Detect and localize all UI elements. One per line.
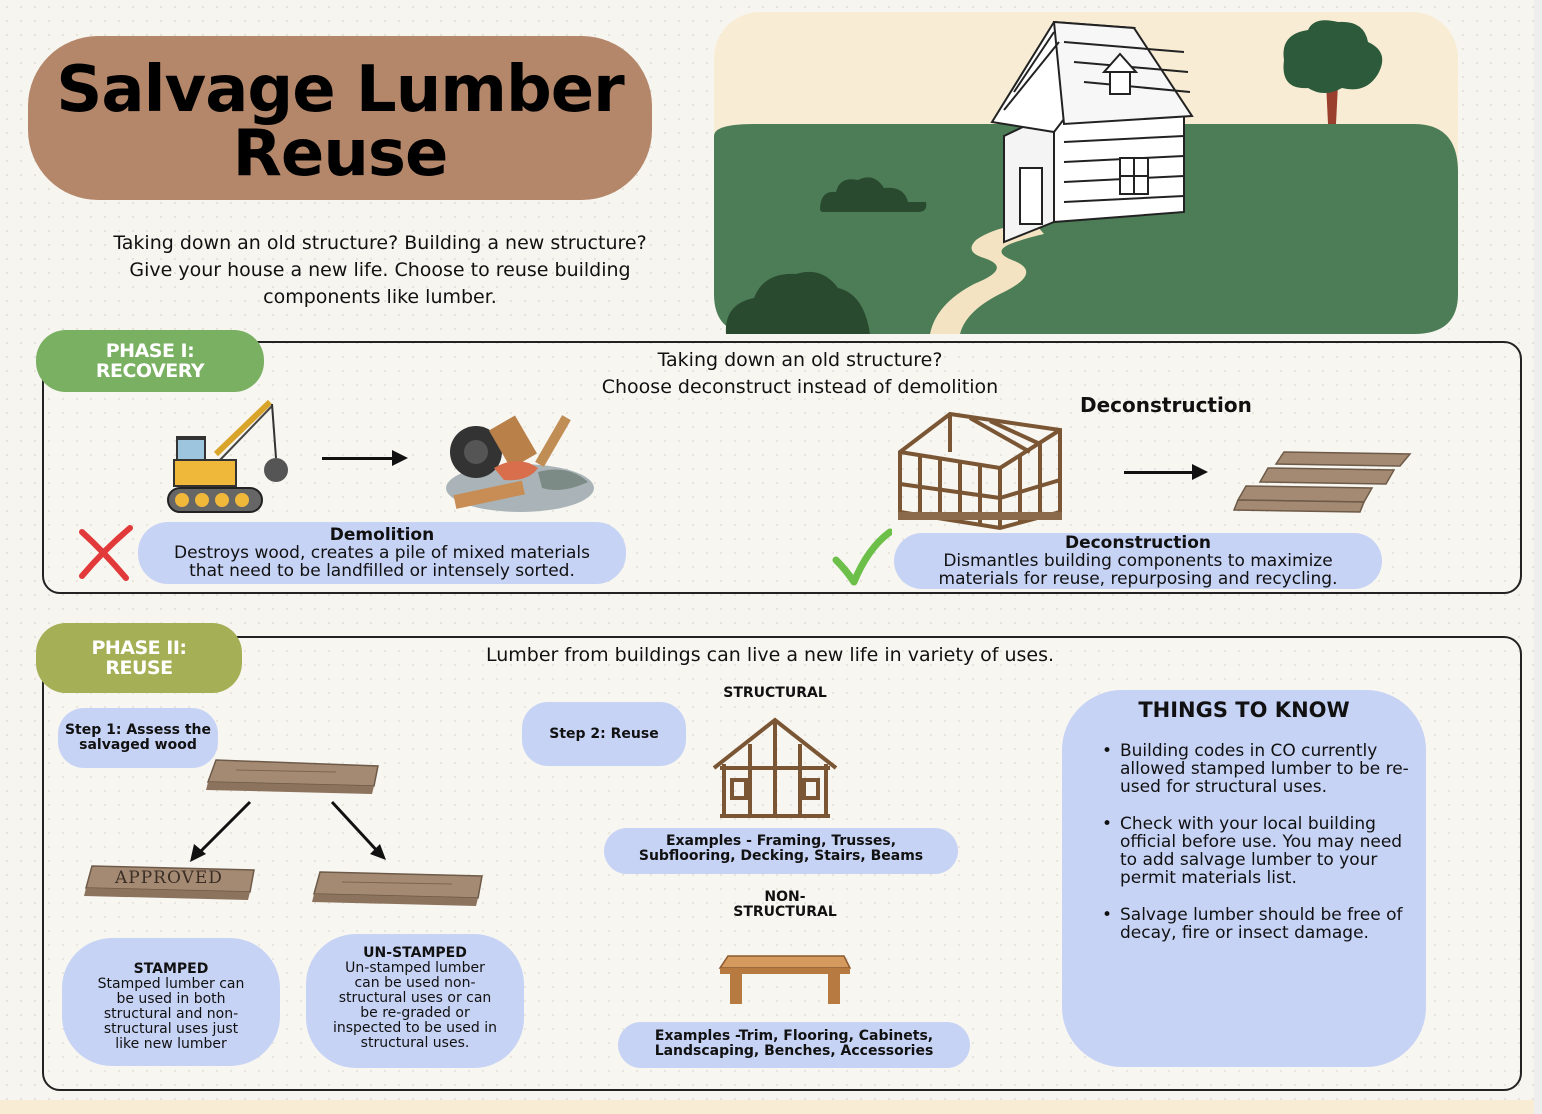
crane-icon bbox=[167, 399, 288, 513]
phase1-tag-line2: RECOVERY bbox=[95, 360, 205, 382]
structural-examples-line1: Examples - Framing, Trusses, bbox=[665, 833, 897, 849]
demolition-title: Demolition bbox=[329, 525, 435, 545]
title-line-2: Reuse bbox=[232, 117, 449, 191]
unstamped-line-6: structural uses. bbox=[360, 1035, 470, 1051]
phase1-question-line1: Taking down an old structure? bbox=[657, 349, 943, 371]
unstamped-line-5: inspected to be used in bbox=[332, 1020, 498, 1036]
phase1-question-line2: Choose deconstruct instead of demolition bbox=[601, 376, 999, 398]
structural-examples-pill: Examples - Framing, Trusses, Subflooring… bbox=[604, 828, 958, 874]
title-line-1: Salvage Lumber bbox=[56, 53, 624, 127]
house bbox=[990, 20, 1194, 244]
debris-pile-icon bbox=[446, 415, 594, 512]
stamped-line-3: structural and non- bbox=[103, 1006, 239, 1022]
phase1-tag-line1: PHASE I: bbox=[105, 340, 195, 362]
stamped-plank-icon bbox=[84, 865, 255, 900]
intro-text: Taking down an old structure? Building a… bbox=[80, 230, 680, 311]
deconstruction-line2: materials for reuse, repurposing and rec… bbox=[938, 569, 1338, 589]
red-x-icon bbox=[79, 525, 133, 581]
phase1-tag: PHASE I: RECOVERY bbox=[36, 330, 264, 392]
house-frame-icon bbox=[898, 411, 1062, 531]
things-to-know-title: THINGS TO KNOW bbox=[1138, 698, 1350, 722]
unstamped-plank-icon bbox=[312, 871, 483, 906]
demolition-line1: Destroys wood, creates a pile of mixed m… bbox=[174, 543, 590, 563]
phase2-intro: Lumber from buildings can live a new lif… bbox=[485, 644, 1055, 666]
stamped-line-4: structural uses just bbox=[103, 1021, 239, 1037]
step1-line2: salvaged wood bbox=[79, 737, 197, 753]
arrow-head-right-icon bbox=[392, 450, 408, 466]
bench-icon bbox=[718, 955, 852, 1004]
structural-label: STRUCTURAL bbox=[723, 685, 827, 701]
unstamped-line-4: be re-graded or bbox=[360, 1005, 470, 1021]
lumber-plank-icon bbox=[206, 759, 379, 794]
arrow-line-2 bbox=[1124, 471, 1198, 474]
demolition-pill: Demolition Destroys wood, creates a pile… bbox=[138, 522, 626, 584]
unstamped-line-3: structural uses or can bbox=[338, 990, 492, 1006]
stamped-bubble: STAMPED Stamped lumber can be used in bo… bbox=[62, 938, 280, 1066]
page-title: Salvage Lumber Reuse bbox=[28, 58, 652, 186]
branch-arrows bbox=[190, 800, 386, 862]
deconstruction-heading: Deconstruction bbox=[1080, 393, 1252, 417]
deconstruction-line1: Dismantles building components to maximi… bbox=[943, 551, 1333, 571]
right-strip bbox=[1534, 0, 1542, 1114]
list-item: Salvage lumber should be free of decay, … bbox=[1100, 906, 1420, 942]
approved-stamp: APPROVED bbox=[115, 868, 223, 888]
intro-line-1: Taking down an old structure? Building a… bbox=[113, 232, 647, 254]
green-check-icon bbox=[832, 528, 892, 586]
phase1-question: Taking down an old structure? Choose dec… bbox=[560, 347, 1040, 401]
phase2-tag-line2: REUSE bbox=[105, 657, 173, 679]
nonstructural-label-line1: NON- bbox=[764, 889, 806, 905]
things-to-know-list: Building codes in CO currently allowed s… bbox=[1100, 742, 1420, 961]
house-landscape-illustration bbox=[714, 12, 1458, 334]
unstamped-line-1: Un-stamped lumber bbox=[345, 960, 485, 976]
arrow-down-right-icon bbox=[330, 800, 382, 856]
nonstructural-examples-line2: Landscaping, Benches, Accessories bbox=[654, 1043, 934, 1059]
structural-frame-icon bbox=[712, 717, 838, 818]
tree-foliage bbox=[1283, 20, 1383, 94]
structural-examples-line2: Subflooring, Decking, Stairs, Beams bbox=[638, 848, 924, 864]
step1-line1: Step 1: Assess the bbox=[64, 722, 212, 738]
list-item: Check with your local building official … bbox=[1100, 815, 1420, 887]
nonstructural-examples-line1: Examples -Trim, Flooring, Cabinets, bbox=[654, 1028, 934, 1044]
nonstructural-examples-pill: Examples -Trim, Flooring, Cabinets, Land… bbox=[618, 1022, 970, 1068]
intro-line-2: Give your house a new life. Choose to re… bbox=[129, 259, 631, 281]
stamped-line-5: like new lumber bbox=[115, 1036, 227, 1052]
garden-path bbox=[930, 222, 1044, 334]
list-item: Building codes in CO currently allowed s… bbox=[1100, 742, 1420, 796]
bottom-strip bbox=[0, 1100, 1542, 1114]
arrow-head-down-left-icon bbox=[190, 844, 206, 862]
nonstructural-label: NON- STRUCTURAL bbox=[710, 890, 860, 920]
bush-left bbox=[820, 177, 927, 212]
step1-pill: Step 1: Assess the salvaged wood bbox=[58, 708, 218, 768]
phase2-tag-line1: PHASE II: bbox=[91, 637, 187, 659]
unstamped-title: UN-STAMPED bbox=[363, 945, 467, 961]
arrow-head-down-right-icon bbox=[370, 844, 386, 860]
unstamped-line-2: can be used non- bbox=[354, 975, 476, 991]
demolition-line2: that need to be landfilled or intensely … bbox=[189, 561, 575, 581]
intro-line-3: components like lumber. bbox=[263, 286, 497, 308]
unstamped-bubble: UN-STAMPED Un-stamped lumber can be used… bbox=[306, 934, 524, 1068]
stamped-line-1: Stamped lumber can bbox=[97, 976, 245, 992]
deconstruction-pill: Deconstruction Dismantles building compo… bbox=[894, 533, 1382, 589]
nonstructural-label-line2: STRUCTURAL bbox=[733, 904, 837, 920]
step2-pill: Step 2: Reuse bbox=[522, 702, 686, 766]
arrow-line-1 bbox=[322, 457, 400, 460]
stacked-lumber-icon bbox=[1232, 451, 1412, 513]
stamped-line-2: be used in both bbox=[116, 991, 226, 1007]
grass-field bbox=[714, 124, 1458, 334]
arrow-down-left-icon bbox=[194, 800, 252, 858]
stamped-title: STAMPED bbox=[133, 961, 209, 977]
title-background bbox=[28, 36, 652, 200]
phase2-tag: PHASE II: REUSE bbox=[36, 623, 242, 693]
deconstruction-title: Deconstruction bbox=[1064, 533, 1212, 553]
bush-bottom bbox=[725, 271, 870, 334]
arrow-head-right-icon bbox=[1192, 464, 1208, 480]
